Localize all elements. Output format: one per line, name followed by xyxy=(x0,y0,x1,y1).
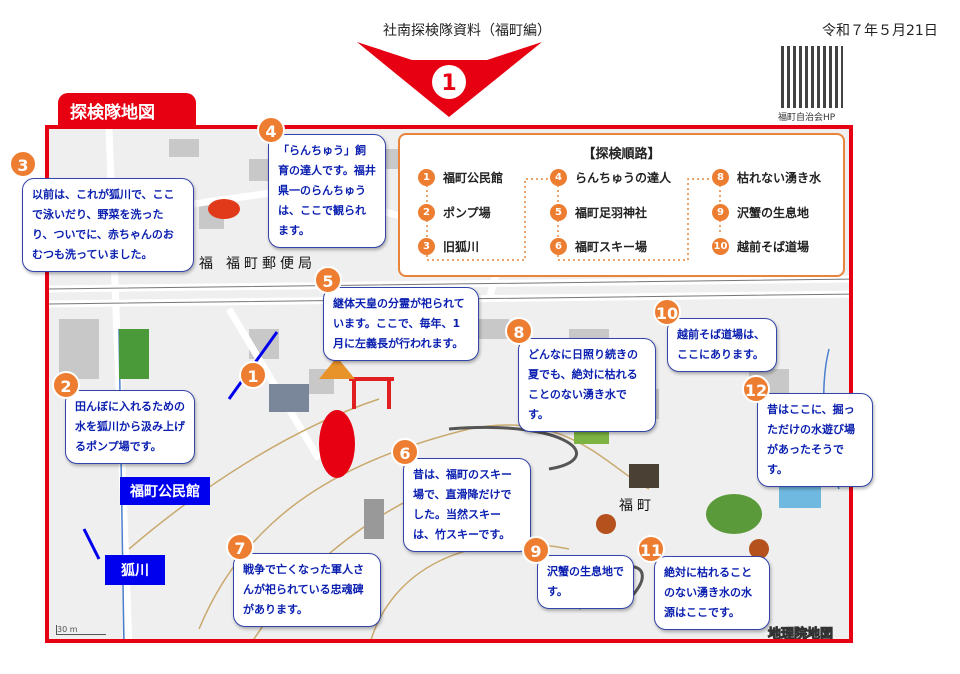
legend-number: 9 xyxy=(712,204,729,221)
legend-item: 2 ポンプ場 xyxy=(418,204,491,221)
legend-item: 6 福町スキー場 xyxy=(550,238,647,255)
red-arrow-marker: 1 xyxy=(357,42,542,117)
legend-number: 3 xyxy=(418,238,435,255)
badge-3: 3 xyxy=(9,150,37,178)
badge-12: 12 xyxy=(742,375,770,403)
legend-number: 1 xyxy=(418,169,435,186)
legend-label: 福町スキー場 xyxy=(575,240,648,254)
legend-item: 9 沢蟹の生息地 xyxy=(712,204,809,221)
legend-item: 10 越前そば道場 xyxy=(712,238,809,255)
community-center-label: 福町公民館 xyxy=(120,477,210,505)
callout-8: どんなに日照り続きの夏でも、絶対に枯れることのない湧き水です。 xyxy=(518,338,656,432)
legend-number: 8 xyxy=(712,169,729,186)
callout-3: 以前は、これが狐川で、ここで泳いだり、野菜を洗ったり、ついでに、赤ちゃんのおむつ… xyxy=(22,178,194,272)
post-office-label: 福町郵便局 xyxy=(226,256,316,272)
callout-4: 「らんちゅう」飼育の達人です。福井県一のらんちゅうは、ここで観られます。 xyxy=(268,134,386,248)
callout-11: 絶対に枯れることのない湧き水の水源はここです。 xyxy=(654,556,770,630)
legend-item: 1 福町公民館 xyxy=(418,169,503,186)
legend-label: 沢蟹の生息地 xyxy=(737,206,810,220)
svg-text:1: 1 xyxy=(441,71,456,96)
legend-label: ポンプ場 xyxy=(443,206,491,220)
map-attribution: 地理院地図 xyxy=(767,627,834,642)
document-title: 社南探検隊資料（福町編） xyxy=(383,23,551,39)
callout-12: 昔はここに、掘っただけの水遊び場があったそうです。 xyxy=(757,393,873,487)
badge-2: 2 xyxy=(52,371,80,399)
legend-label: らんちゅうの達人 xyxy=(575,171,672,185)
badge-6: 6 xyxy=(391,438,419,466)
legend-number: 4 xyxy=(550,169,567,186)
badge-11: 11 xyxy=(637,535,665,563)
legend-number: 2 xyxy=(418,204,435,221)
legend-item: 3 旧狐川 xyxy=(418,238,479,255)
area-label: 福町 xyxy=(619,498,655,514)
callout-2: 田んぼに入れるための水を狐川から汲み上げるポンプ場です。 xyxy=(65,390,195,464)
legend-number: 5 xyxy=(550,204,567,221)
legend-label: 越前そば道場 xyxy=(737,240,810,254)
river-label: 狐川 xyxy=(105,555,165,585)
map-scale: 30 m xyxy=(56,625,106,635)
callout-10: 越前そば道場は、ここにあります。 xyxy=(667,318,777,372)
badge-8: 8 xyxy=(505,317,533,345)
callout-9: 沢蟹の生息地です。 xyxy=(537,555,634,609)
legend-item: 5 福町足羽神社 xyxy=(550,204,647,221)
badge-7: 7 xyxy=(226,533,254,561)
legend-number: 6 xyxy=(550,238,567,255)
document-date: 令和７年５月21日 xyxy=(822,23,938,39)
legend-item: 4 らんちゅうの達人 xyxy=(550,169,671,186)
legend-item: 8 枯れない湧き水 xyxy=(712,169,821,186)
legend-label: 旧狐川 xyxy=(443,240,480,254)
legend-label: 福町足羽神社 xyxy=(575,206,648,220)
qr-caption: 福町自治会HP xyxy=(778,113,836,123)
callout-6: 昔は、福町のスキー場で、直滑降だけでした。当然スキーは、竹スキーです。 xyxy=(403,458,531,552)
badge-4: 4 xyxy=(257,116,285,144)
qr-code[interactable] xyxy=(781,46,843,108)
callout-5: 継体天皇の分霊が祀られています。ここで、毎年、1月に左義長が行われます。 xyxy=(323,287,479,361)
badge-1: 1 xyxy=(239,361,267,389)
badge-10: 10 xyxy=(653,298,681,326)
legend-title: 【探検順路】 xyxy=(582,147,661,162)
post-office-prefix-label: 福 xyxy=(199,256,217,272)
callout-7: 戦争で亡くなった軍人さんが祀られている忠魂碑があります。 xyxy=(233,553,381,627)
badge-9: 9 xyxy=(522,536,550,564)
legend-number: 10 xyxy=(712,238,729,255)
badge-5: 5 xyxy=(314,266,342,294)
legend-label: 枯れない湧き水 xyxy=(737,171,822,185)
route-legend: 【探検順路】 1 福町公民館 2 ポンプ場 3 旧狐川 4 らんちゅうの達人 5 福町足羽… xyxy=(398,133,845,277)
map-tab-label: 探検隊地図 xyxy=(58,93,196,127)
legend-label: 福町公民館 xyxy=(443,171,504,185)
